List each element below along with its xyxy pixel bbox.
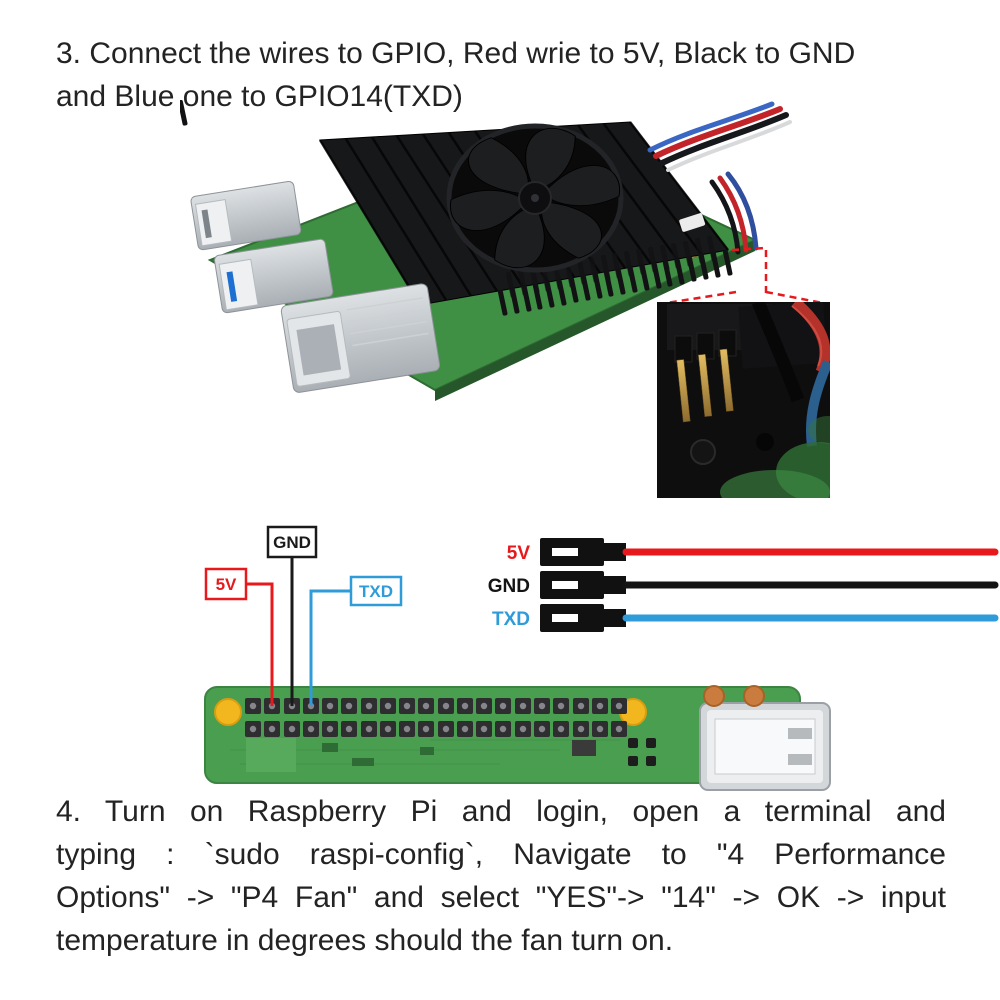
svg-text:TXD: TXD: [359, 582, 393, 601]
wire-row-txd: TXD: [492, 604, 999, 632]
svg-text:5V: 5V: [216, 575, 237, 594]
svg-text:GND: GND: [488, 576, 530, 597]
copper-pad-1: [703, 685, 725, 707]
wire-row-5v: 5V: [507, 538, 999, 566]
wire-row-gnd: GND: [488, 571, 999, 599]
pin-label-5v: 5V: [204, 567, 248, 601]
gpio-connector-inset: [657, 302, 830, 498]
pi-zero-board: [204, 685, 831, 791]
svg-text:TXD: TXD: [492, 609, 530, 630]
ethernet-port: [280, 283, 441, 393]
usb-ports: [190, 180, 441, 393]
copper-pad-2: [743, 685, 765, 707]
wiring-diagram: GND 5V TXD 5V GND TXD: [204, 525, 999, 791]
usb-port-top: [190, 180, 302, 251]
pin-label-txd: TXD: [349, 575, 403, 607]
pin-label-gnd: GND: [266, 525, 318, 559]
step3-line-2: and Blue one to GPIO14(TXD): [56, 80, 463, 113]
usb-port-icon: [699, 702, 831, 791]
mounting-hole-left: [214, 698, 242, 726]
step3-instruction: 3. Connect the wires to GPIO, Red wrie t…: [56, 32, 946, 118]
line-5v: [246, 582, 274, 706]
step4-line-4: temperature in degrees should the fan tu…: [56, 924, 674, 957]
gold-pins: [676, 348, 734, 423]
heatsink-pin-fins: [180, 100, 733, 316]
raspberry-pi-photo: [180, 100, 830, 498]
step4-instruction: 4. Turn on Raspberry Pi and login, open …: [56, 790, 946, 962]
svg-text:5V: 5V: [507, 543, 531, 564]
fan-wires: [647, 101, 792, 255]
step4-line-3: Options" -> "P4 Fan" and select "YES"-> …: [56, 881, 946, 914]
line-txd: [309, 589, 351, 706]
svg-text:GND: GND: [273, 533, 311, 552]
step3-line-1: 3. Connect the wires to GPIO, Red wrie t…: [56, 37, 856, 70]
usb-port-bottom: [214, 238, 334, 314]
step4-line-1: 4. Turn on Raspberry Pi and login, open …: [56, 795, 946, 828]
step4-line-2: typing : `sudo raspi-config`, Navigate t…: [56, 838, 946, 871]
fan-icon: [446, 123, 624, 273]
